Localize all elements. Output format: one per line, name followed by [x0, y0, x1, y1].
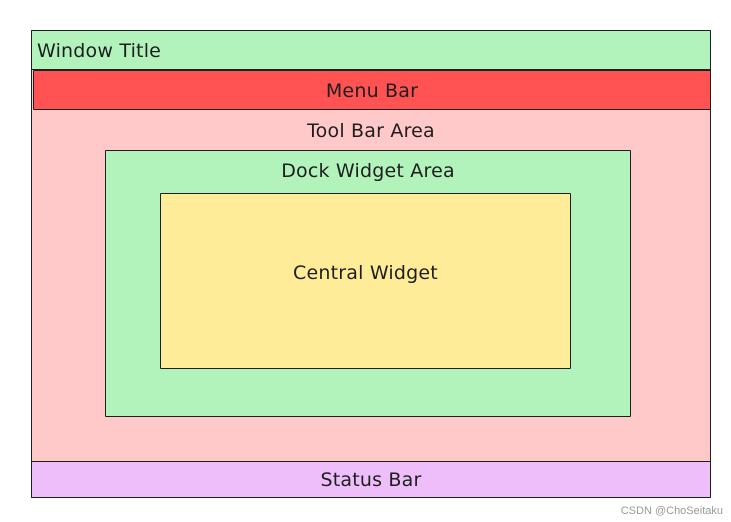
- status-bar: Status Bar: [31, 461, 711, 498]
- tool-bar-area-label: Tool Bar Area: [307, 120, 435, 142]
- central-widget-label: Central Widget: [293, 262, 438, 284]
- watermark: CSDN @ChoSeitaku: [620, 505, 723, 517]
- central-widget: Central Widget: [160, 193, 571, 369]
- dock-widget-area-label: Dock Widget Area: [281, 160, 455, 182]
- window-title-bar: Window Title: [31, 30, 711, 70]
- status-bar-label: Status Bar: [320, 469, 422, 491]
- menu-bar: Menu Bar: [33, 70, 711, 110]
- menu-bar-label: Menu Bar: [325, 80, 419, 102]
- window-title-label: Window Title: [37, 40, 162, 62]
